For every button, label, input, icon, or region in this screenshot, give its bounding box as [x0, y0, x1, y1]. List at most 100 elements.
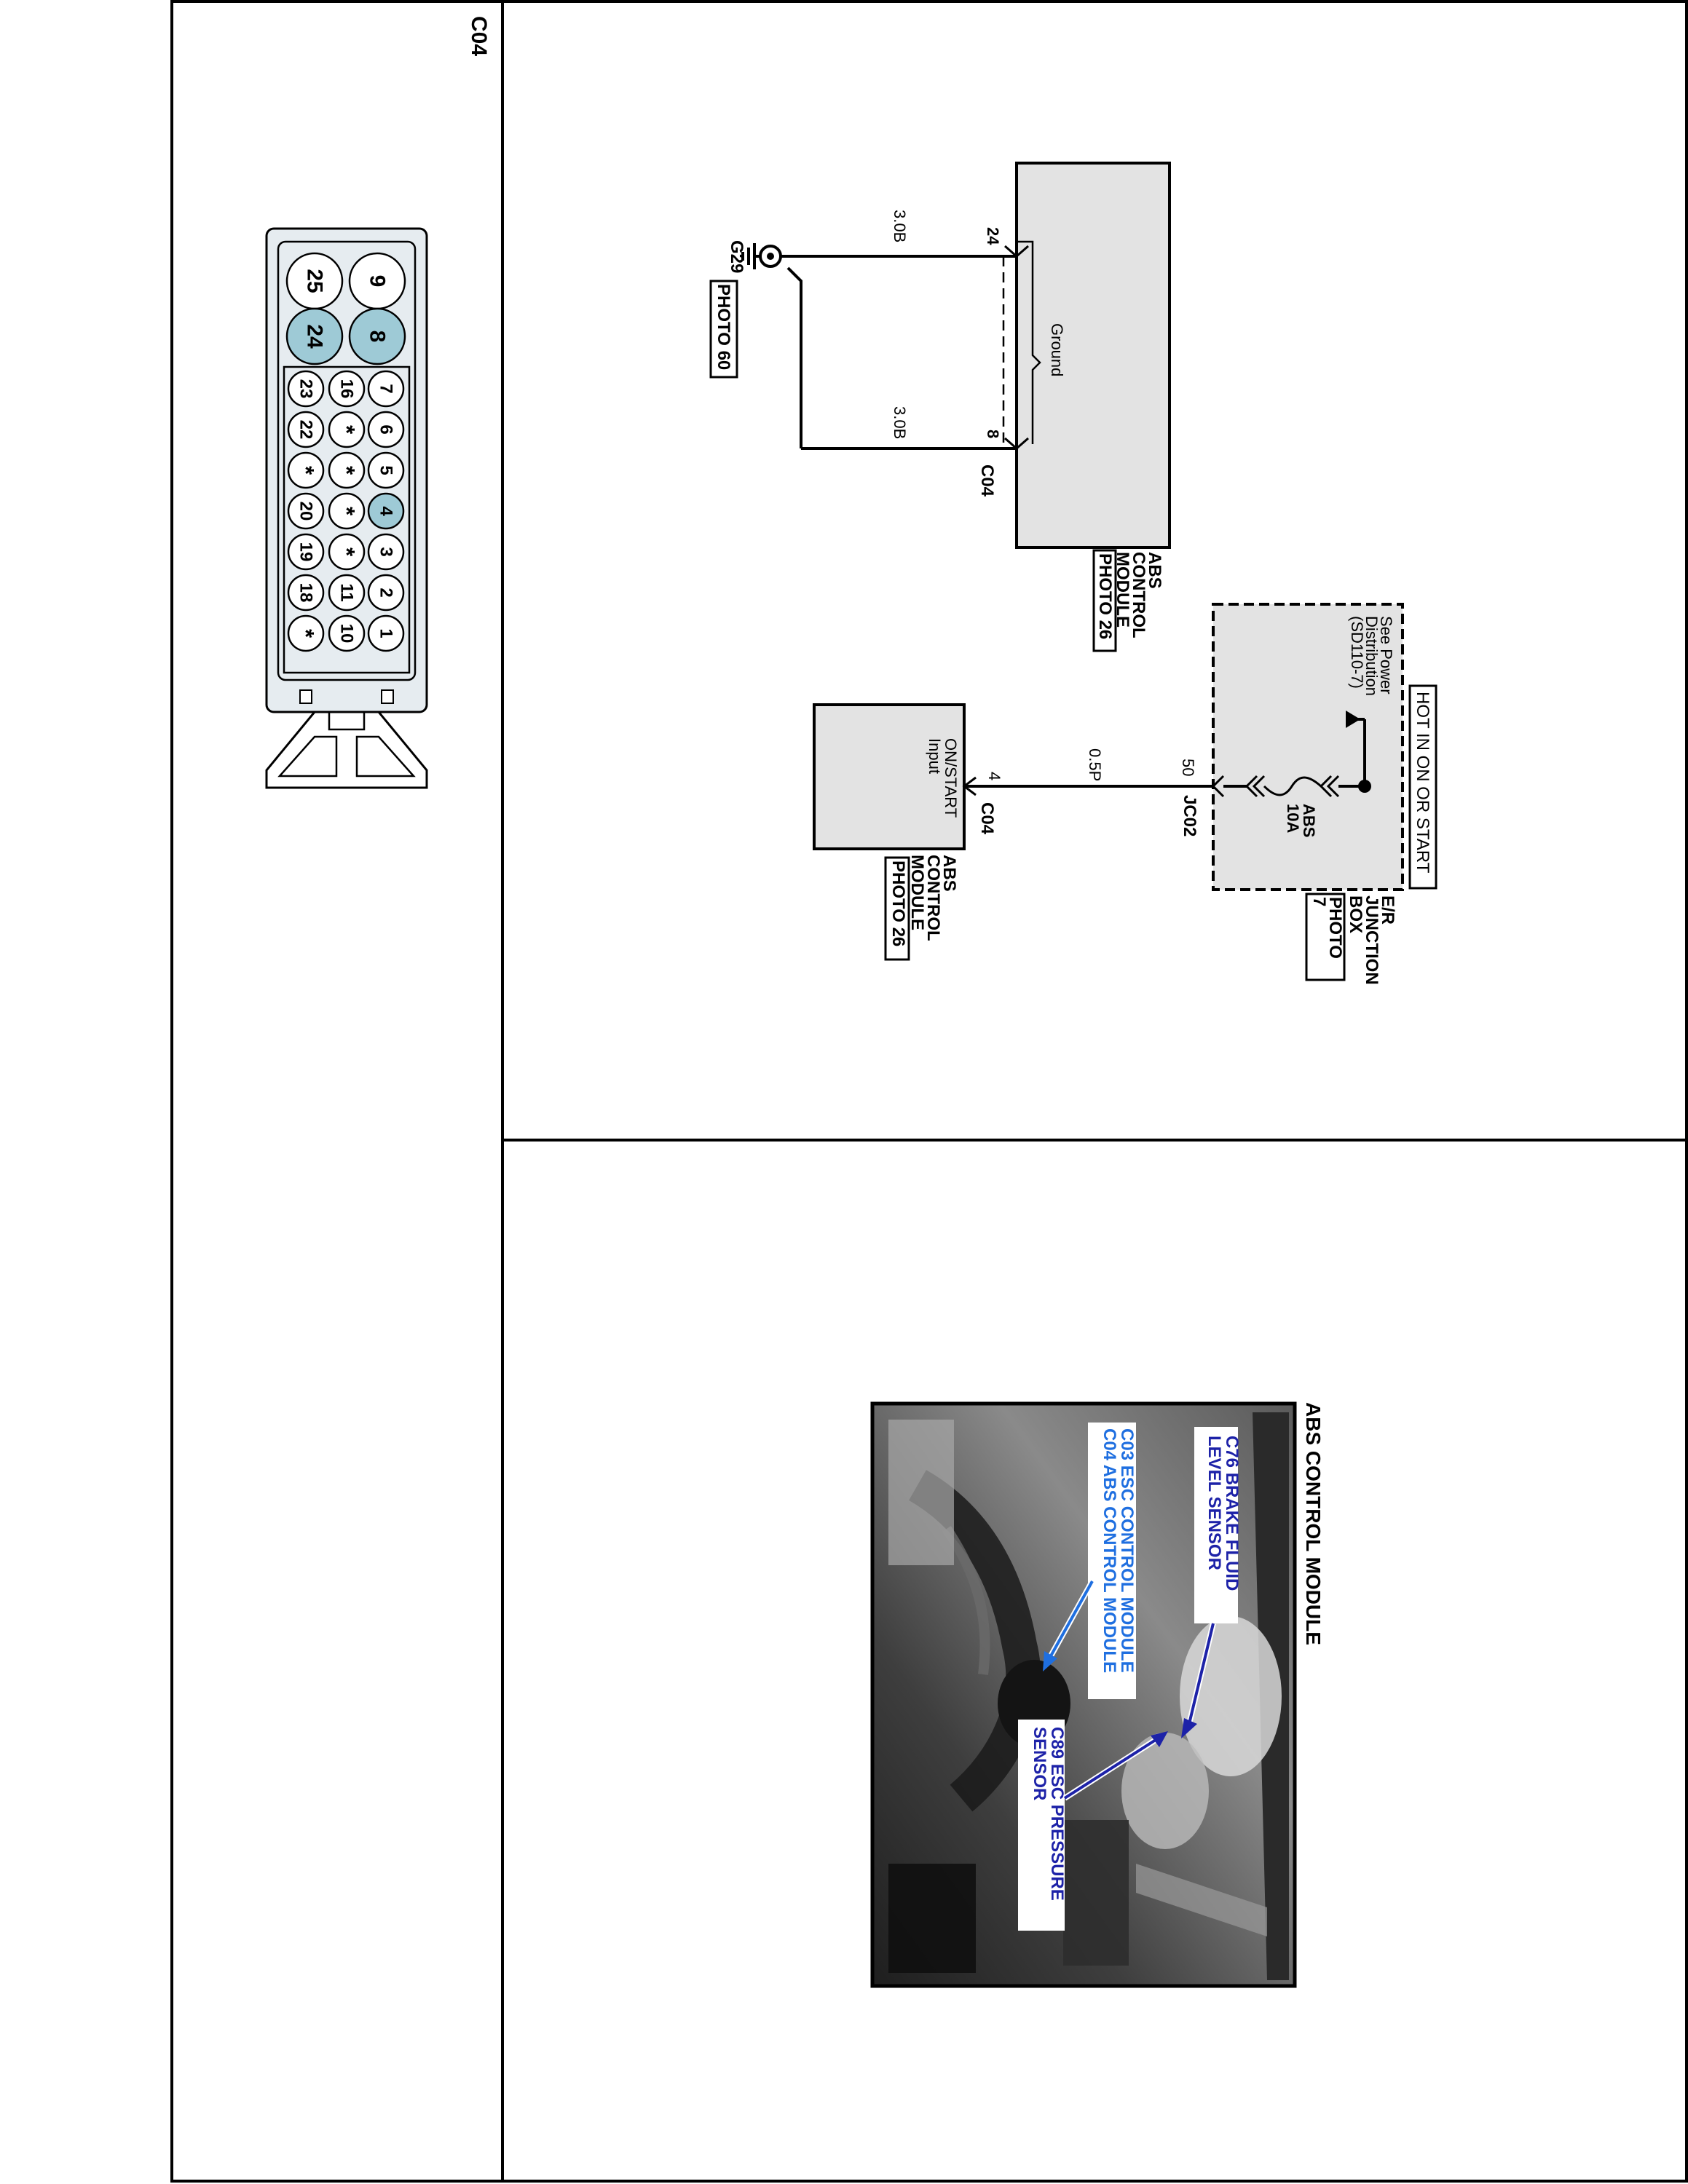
connector-c04-top: C04: [977, 464, 997, 497]
callout-c03-line: C03 ESC CONTROL MODULE: [1117, 1428, 1137, 1673]
svg-text:24: 24: [303, 324, 327, 349]
engine-bay-photo: [870, 1401, 1297, 1988]
svg-text:19: 19: [296, 542, 316, 562]
abs-module-bottom: ON/START Input 4 C04 ABS CONTROL MODULE …: [813, 703, 1003, 961]
schematic-panel: Ground ABS CONTROL MODULE PHOTO 26 24 8 …: [709, 162, 1437, 985]
see-power-1: See Power: [1377, 616, 1395, 695]
module-bottom-photo: PHOTO 26: [888, 860, 908, 946]
svg-text:*: *: [334, 466, 360, 475]
svg-text:8: 8: [366, 331, 390, 343]
fuse-name: ABS: [1300, 804, 1318, 837]
svg-text:*: *: [293, 629, 319, 638]
jbox-photo-2: 7: [1309, 897, 1329, 906]
jbox-photo-1: PHOTO: [1325, 897, 1345, 959]
module-bottom-pin: 4: [985, 772, 1003, 780]
abs-module-top: Ground ABS CONTROL MODULE PHOTO 26: [1015, 162, 1171, 652]
connector-pin-r1-1: 7: [367, 370, 405, 408]
connector-pin-r3-5: 19: [287, 533, 325, 571]
see-power-2: Distribution: [1362, 616, 1381, 696]
connector-pin-r1-5: 3: [367, 533, 405, 571]
page-frame: [170, 0, 1688, 2183]
callout-c76-line1: C76 BRAKE FLUID: [1222, 1436, 1242, 1591]
connector-pin-r1-7: 1: [367, 614, 405, 652]
connector-pin-r2-3: *: [328, 451, 366, 489]
connector-pins: 9 8 25 24 7 6 5 4 3 2 1 16 * * * * 11 10 23 22 * 20 19 18 *: [285, 252, 406, 652]
callout-c89-arrow: [1062, 1731, 1168, 1801]
pin-8-number: 8: [984, 430, 1002, 438]
connector-title: C04: [467, 16, 491, 56]
junction-box-outline: [1212, 603, 1404, 891]
svg-text:23: 23: [296, 379, 316, 399]
svg-text:16: 16: [337, 379, 357, 399]
module-bottom-label-2: CONTROL: [923, 855, 943, 941]
connector-pin-r2-5: *: [328, 533, 366, 571]
connector-pin-r3-3: *: [287, 451, 325, 489]
svg-text:6: 6: [376, 424, 396, 434]
connector-pin-r1-4: 4: [367, 492, 405, 530]
connector-pin-large-24: 24: [285, 307, 344, 365]
internal-ground-label: Ground: [1048, 323, 1066, 376]
svg-text:*: *: [334, 507, 360, 516]
svg-text:1: 1: [376, 628, 396, 638]
svg-text:10: 10: [337, 624, 357, 644]
connector-pin-r3-4: 20: [287, 492, 325, 530]
module-top-label-1: ABS: [1145, 552, 1164, 589]
wire-3-0b-upper: 3.0B: [891, 210, 909, 242]
svg-text:*: *: [334, 547, 360, 557]
module-top-photo: PHOTO 26: [1095, 553, 1115, 639]
connector-pin-r2-2: *: [328, 411, 366, 448]
callout-c89-line1: C89 ESC PRESSURE: [1047, 1727, 1067, 1901]
module-bottom-label-3: MODULE: [907, 855, 927, 930]
input-label-2: Input: [926, 738, 944, 774]
wire-0-5p: 0.5P: [1086, 748, 1104, 781]
jbox-label-2: JUNCTION: [1362, 895, 1381, 985]
svg-text:*: *: [334, 425, 360, 435]
connector-pin-r2-1: 16: [328, 370, 366, 408]
jbox-connector-jc02: JC02: [1180, 795, 1199, 836]
connector-pin-r2-7: 10: [328, 614, 366, 652]
ground-name: G29: [727, 240, 746, 273]
connector-pin-r1-2: 6: [367, 411, 405, 448]
connector-pin-r3-2: 22: [287, 411, 325, 448]
module-top-label-2: CONTROL: [1129, 552, 1148, 638]
svg-text:18: 18: [296, 583, 316, 603]
connector-pin-r3-6: 18: [287, 574, 325, 612]
svg-text:4: 4: [376, 506, 396, 516]
svg-text:7: 7: [376, 384, 396, 393]
connector-face-panel: C04 9 8 25 24 7 6 5 4 3 2 1 16 * * * * 11 10 23 22 * 20 19 18 *: [265, 16, 491, 789]
fuse-rating: 10A: [1284, 804, 1302, 833]
photo-title: ABS CONTROL MODULE: [1302, 1402, 1325, 1645]
connector-pin-r2-6: 11: [328, 574, 366, 612]
ground-g29-symbol: [741, 243, 782, 269]
ground-wires: [770, 255, 1017, 450]
svg-text:25: 25: [303, 269, 327, 293]
svg-text:5: 5: [376, 465, 396, 475]
svg-text:2: 2: [376, 587, 396, 597]
callout-c03-c04-arrow: [1043, 1580, 1095, 1671]
wire-3-0b-lower: 3.0B: [891, 406, 909, 439]
jbox-label-1: E/R: [1378, 895, 1397, 925]
connector-pin-large-25: 25: [285, 252, 344, 310]
svg-text:*: *: [293, 466, 319, 475]
connector-pin-r3-1: 23: [287, 370, 325, 408]
photo-panel: ABS CONTROL MODULE C76 BRAKE F: [870, 1401, 1325, 1988]
svg-text:3: 3: [376, 547, 396, 556]
svg-text:22: 22: [296, 420, 316, 440]
svg-text:20: 20: [296, 502, 316, 521]
callout-c89-line2: SENSOR: [1030, 1727, 1049, 1800]
connector-c04-bottom: C04: [977, 802, 997, 835]
callout-c76-arrow: [1181, 1623, 1216, 1738]
svg-text:11: 11: [337, 583, 357, 601]
connector-pin-r2-4: *: [328, 492, 366, 530]
jbox-label-3: BOX: [1346, 895, 1365, 933]
callout-c04-line: C04 ABS CONTROL MODULE: [1100, 1428, 1119, 1673]
connector-pin-r1-3: 5: [367, 451, 405, 489]
jbox-pin-50: 50: [1179, 759, 1197, 776]
see-power-3: (SD110-7): [1348, 616, 1366, 689]
connector-pin-large-8: 8: [348, 307, 406, 365]
connector-pin-r1-6: 2: [367, 574, 405, 612]
connector-pin-large-9: 9: [348, 252, 406, 310]
module-bottom-label-1: ABS: [939, 855, 959, 892]
input-label-1: ON/START: [942, 738, 960, 818]
